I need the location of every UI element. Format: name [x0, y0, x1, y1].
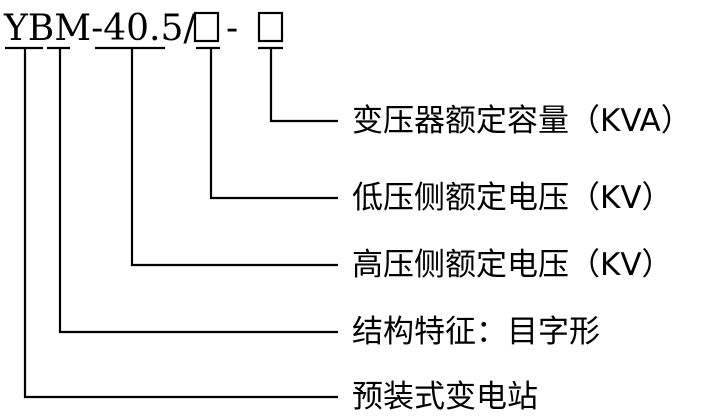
leader-line-capacity: [269, 48, 338, 123]
placeholder-box-capacity: [257, 11, 284, 43]
leader-line-type: [23, 48, 338, 399]
placeholder-box-low-voltage: [193, 11, 220, 43]
label-structure: 结构特征：目字形: [352, 314, 600, 350]
label-substation-type: 预装式变电站: [352, 379, 538, 415]
label-low-voltage: 低压侧额定电压（KV）: [352, 180, 673, 216]
model-code-separator: -: [226, 8, 238, 49]
label-rated-capacity: 变压器额定容量（KVA）: [352, 103, 692, 139]
leader-line-high-voltage: [130, 48, 338, 267]
model-code-prefix: YBM-40.5/: [3, 8, 196, 49]
leader-line-structure: [58, 48, 338, 334]
leader-line-low-voltage: [209, 48, 338, 200]
label-high-voltage: 高压侧额定电压（KV）: [352, 247, 673, 283]
